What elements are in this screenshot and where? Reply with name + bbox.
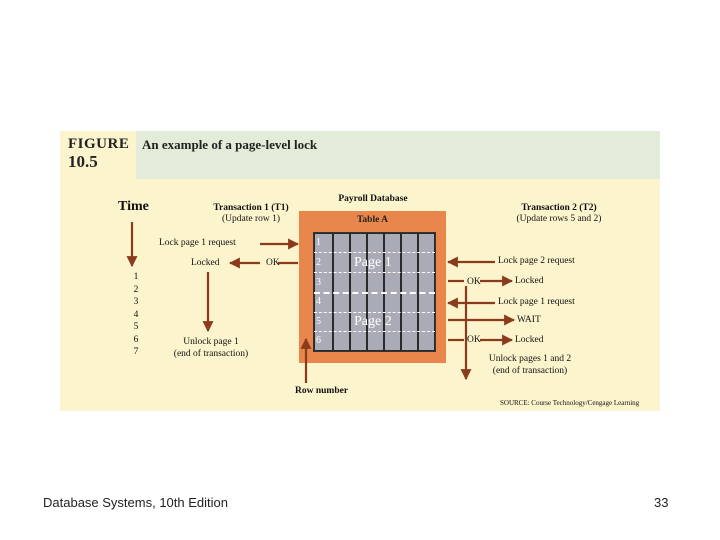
footer-page-number: 33 xyxy=(654,495,669,510)
database-title: Payroll Database xyxy=(338,194,408,204)
row-divider xyxy=(314,272,435,273)
time-tick: 4 xyxy=(133,310,139,320)
t2-unlock-line2: (end of transaction) xyxy=(492,366,568,376)
time-tick: 6 xyxy=(133,335,139,345)
t1-title: Transaction 1 (T1) xyxy=(213,203,289,213)
row-divider xyxy=(314,331,435,332)
t2-lock-page2-request: Lock page 2 request xyxy=(498,256,575,266)
row-number: 2 xyxy=(316,257,321,268)
time-tick: 3 xyxy=(133,297,139,307)
row-divider xyxy=(314,252,435,253)
t2-lock-page1-request: Lock page 1 request xyxy=(498,297,575,307)
t2-wait: WAIT xyxy=(517,315,541,325)
t1-unlock-line2: (end of transaction) xyxy=(173,349,249,359)
time-tick: 7 xyxy=(133,347,139,357)
row-number-label: Row number xyxy=(295,386,349,396)
t2-unlock-line1: Unlock pages 1 and 2 xyxy=(488,354,572,364)
page-1-label: Page 1 xyxy=(354,255,392,270)
figure-label-number: 10.5 xyxy=(68,152,98,171)
row-number: 1 xyxy=(316,237,321,248)
figure-title: An example of a page-level lock xyxy=(142,137,318,152)
t2-locked-1: Locked xyxy=(515,276,544,286)
time-tick: 2 xyxy=(133,285,139,295)
t1-lock-request: Lock page 1 request xyxy=(159,238,236,248)
t2-subtitle: (Update rows 5 and 2) xyxy=(516,214,602,224)
t2-ok-2: OK xyxy=(467,335,481,345)
page-divider xyxy=(314,292,435,294)
row-number: 5 xyxy=(316,316,321,327)
t2-ok-1: OK xyxy=(467,277,481,287)
t1-ok: OK xyxy=(266,258,280,268)
source-credit: SOURCE: Course Technology/Cengage Learni… xyxy=(500,399,640,407)
footer-book-title: Database Systems, 10th Edition xyxy=(43,495,228,510)
time-tick: 1 xyxy=(133,272,139,282)
figure-header: FIGURE 10.5 An example of a page-level l… xyxy=(60,131,660,179)
t1-subtitle: (Update row 1) xyxy=(221,214,281,224)
figure-label-box: FIGURE 10.5 xyxy=(60,131,136,179)
row-divider xyxy=(314,312,435,313)
flow-arrows xyxy=(126,222,516,383)
table-a: Table A 1 2 3 4 5 6 Page 1 Page 2 xyxy=(299,211,446,363)
page-2-label: Page 2 xyxy=(354,314,392,329)
figure-panel: FIGURE 10.5 An example of a page-level l… xyxy=(60,131,660,411)
t1-locked: Locked xyxy=(191,258,220,268)
row-number: 6 xyxy=(316,335,321,346)
t1-unlock-line1: Unlock page 1 xyxy=(183,337,239,347)
time-tick: 5 xyxy=(133,322,139,332)
figure-label-word: FIGURE xyxy=(68,136,130,152)
row-number: 4 xyxy=(316,296,321,307)
t2-locked-2: Locked xyxy=(515,335,544,345)
row-number: 3 xyxy=(316,277,321,288)
table-a-grid: 1 2 3 4 5 6 Page 1 Page 2 xyxy=(313,232,436,352)
time-label: Time xyxy=(118,199,149,214)
t2-title: Transaction 2 (T2) xyxy=(521,203,597,213)
table-a-title: Table A xyxy=(356,215,389,225)
